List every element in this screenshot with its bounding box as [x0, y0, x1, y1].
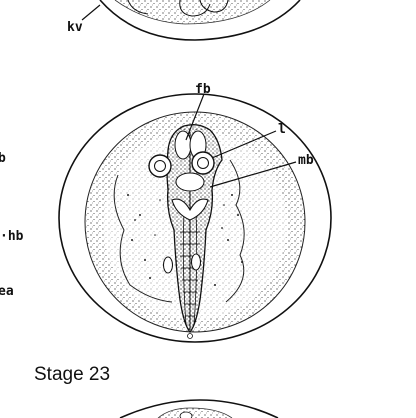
- kv-leader: [81, 4, 101, 21]
- label-hb: ·hb: [0, 229, 24, 244]
- label-mb: mb: [298, 153, 314, 168]
- label-kv: kv: [67, 20, 83, 35]
- bottom-embryo-partial: [119, 399, 279, 418]
- label-fb: fb: [195, 82, 211, 97]
- label-b: b: [0, 151, 6, 166]
- top-embryo-partial: [99, 0, 301, 41]
- midbrain: [175, 172, 205, 192]
- main-embryo: [58, 93, 332, 343]
- l-leader: [211, 130, 277, 159]
- forebrain-left: [174, 130, 192, 160]
- hindbrain: [171, 198, 209, 221]
- label-l: l: [278, 122, 286, 137]
- right-eye: [191, 151, 215, 175]
- otic-left: [163, 256, 173, 274]
- fb-leader: [185, 93, 205, 141]
- label-ea: ea: [0, 284, 14, 299]
- mb-leader: [209, 161, 297, 188]
- stage-label: Stage 23: [34, 364, 110, 385]
- left-eye: [148, 154, 172, 178]
- otic-right: [191, 253, 201, 271]
